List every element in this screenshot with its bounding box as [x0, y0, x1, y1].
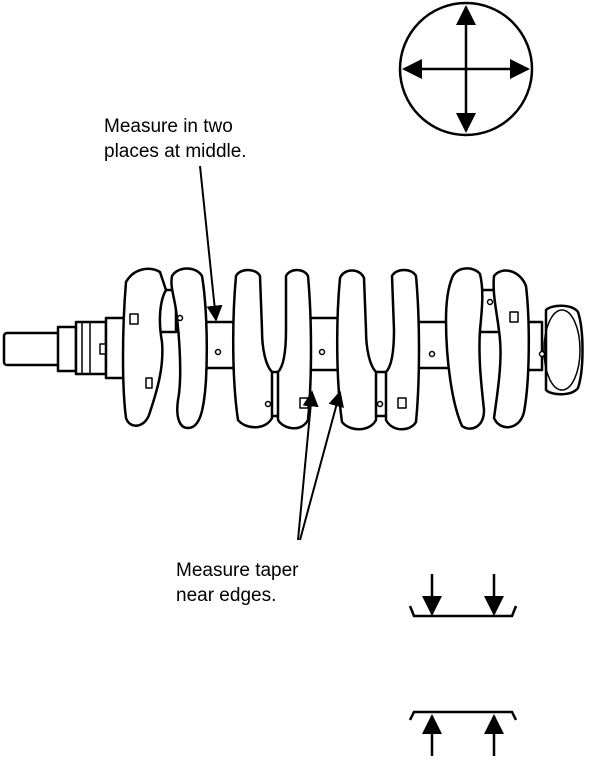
journal-cross-section-icon	[398, 1, 534, 137]
crankshaft-illustration	[2, 267, 584, 431]
leader-arrows	[199, 165, 344, 541]
taper-edge-icon	[408, 574, 518, 618]
measure-taper-line-2: near edges.	[176, 585, 277, 606]
measure-middle-line-1: Measure in two	[104, 116, 233, 137]
measure-middle-label: Measure in two places at middle.	[104, 114, 247, 164]
measure-middle-line-2: places at middle.	[104, 141, 247, 162]
measure-taper-label: Measure taper near edges.	[176, 558, 299, 608]
taper-edge-icon-lower	[408, 710, 518, 756]
measure-taper-line-1: Measure taper	[176, 560, 299, 581]
